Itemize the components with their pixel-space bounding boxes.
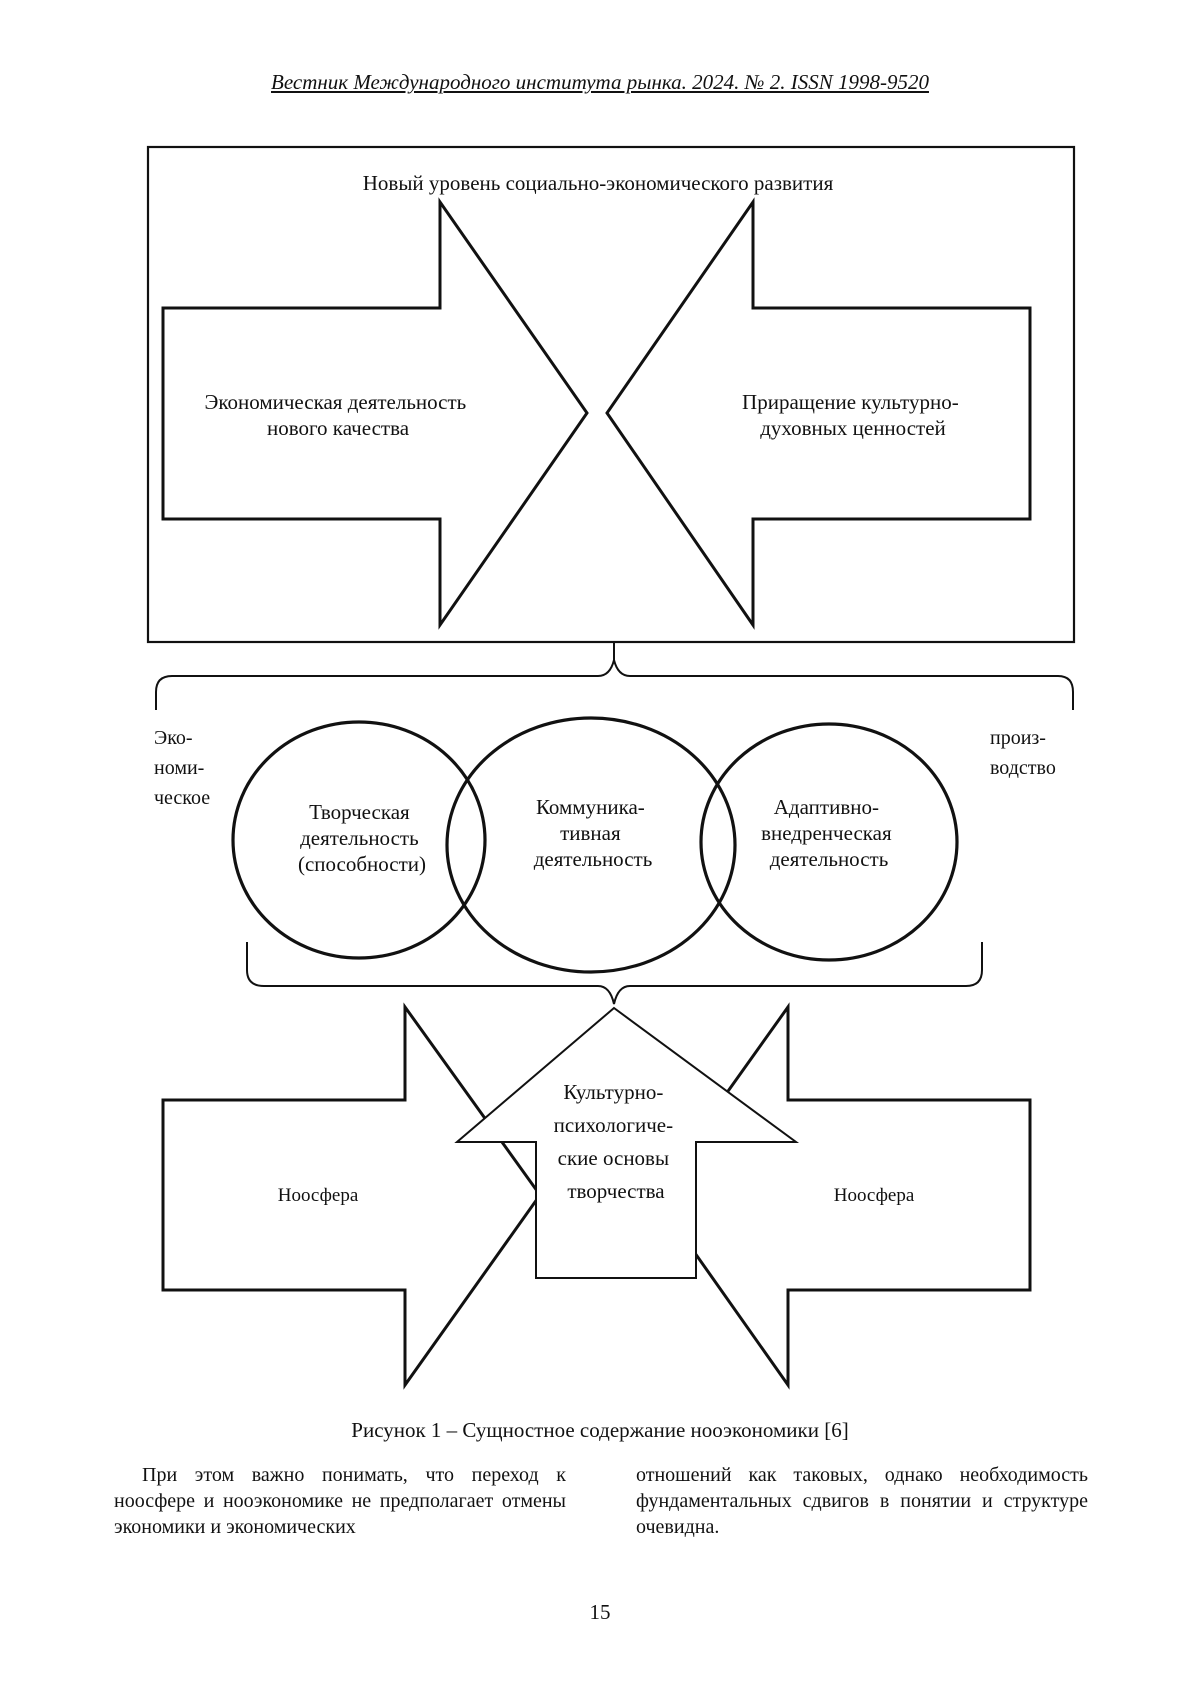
bottom-left-arrow [161,1002,542,1390]
circle-communicative [445,716,737,974]
right-arrow [605,197,1032,630]
lower-brace [246,942,983,1005]
circle-adaptive [699,722,959,962]
upper-brace [155,659,1074,710]
up-arrow-label: Культурно- психологиче- ские основы твор… [554,1080,679,1203]
bottom-right-label: Ноосфера [834,1185,915,1206]
top-frame [146,145,1076,644]
up-arrow [454,1006,800,1279]
circle-creative [231,720,487,960]
body-text-left: При этом важно понимать, что переход к н… [114,1464,566,1538]
circle-adaptive-label: Адаптивно- внедренческая деятельность [761,795,897,871]
page-number: 15 [589,1600,611,1624]
side-right-word: произ- водство [990,727,1056,779]
circle-creative-label: Творческая деятельность (способности) [298,800,426,876]
left-arrow-label: Экономическая деятельность нового качест… [204,390,471,440]
figure-caption: Рисунок 1 – Сущностное содержание нооэко… [351,1418,849,1442]
left-arrow [161,197,589,630]
side-left-word: Эко- номи- ческое [154,727,210,809]
body-text-right: отношений как таковых, однако необходимо… [636,1464,1088,1538]
right-arrow-label: Приращение культурно- духовных ценностей [742,390,964,440]
top-title: Новый уровень социально-экономического р… [363,171,834,195]
bottom-right-arrow [652,1002,1032,1390]
journal-header: Вестник Международного института рынка. … [271,70,929,94]
bottom-left-label: Ноосфера [278,1185,359,1206]
circle-communicative-label: Коммуника- тивная деятельность [534,795,653,871]
